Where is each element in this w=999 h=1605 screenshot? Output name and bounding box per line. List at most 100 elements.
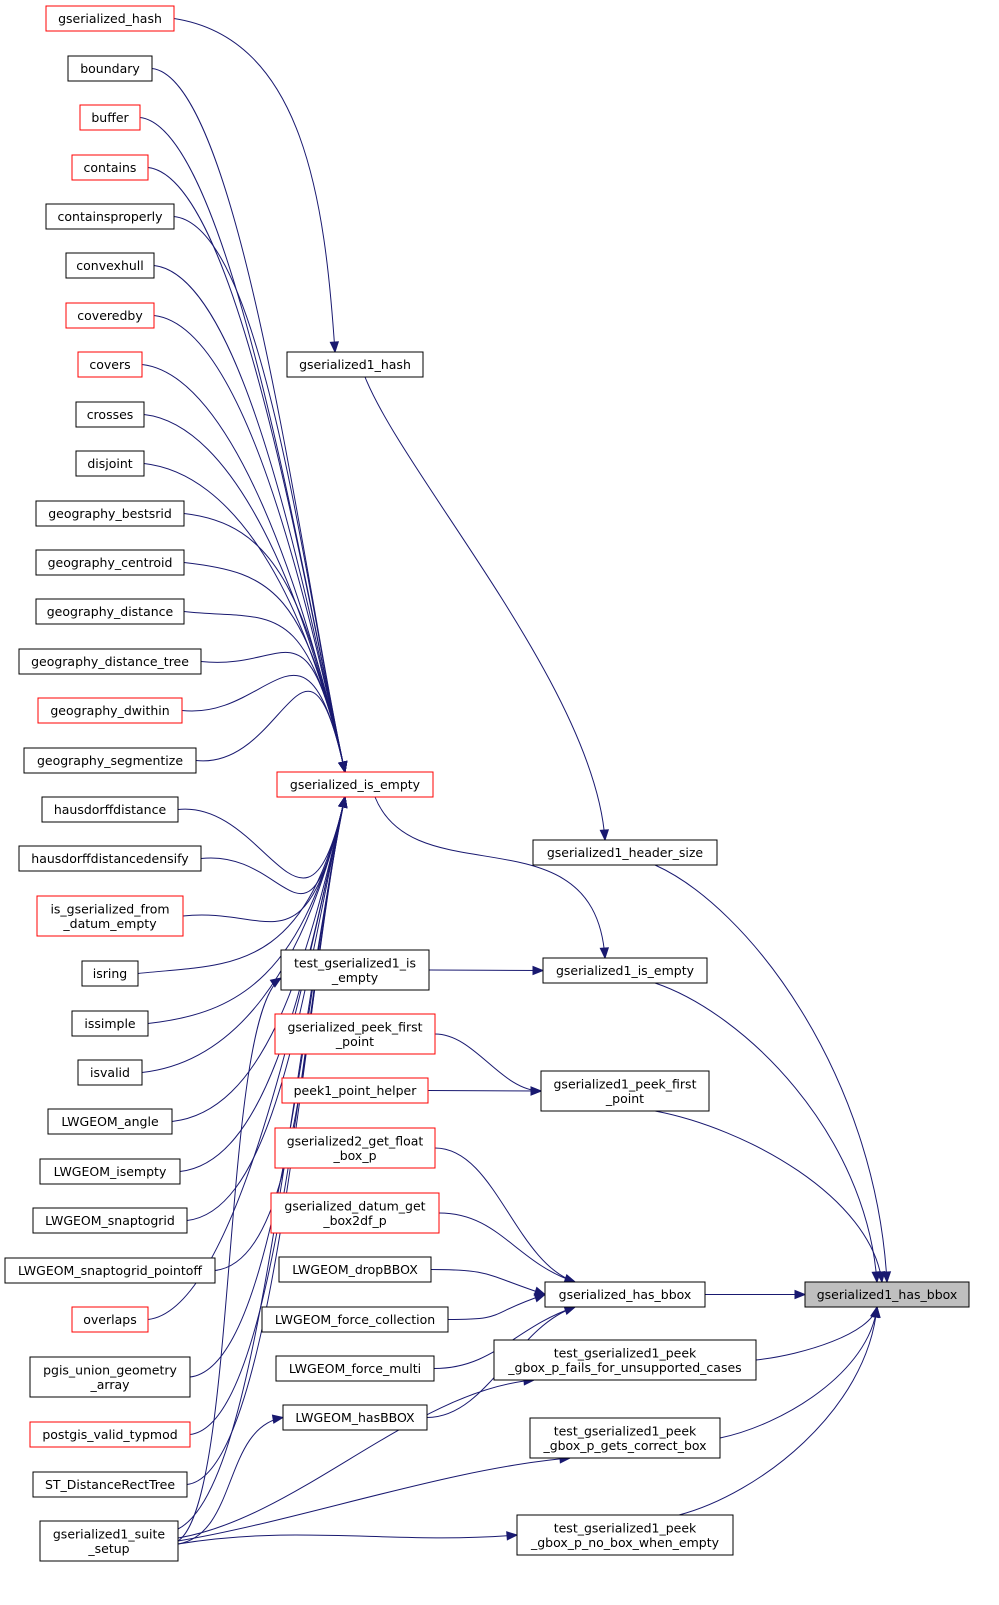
node-box xyxy=(75,401,145,428)
node-covers[interactable]: covers xyxy=(77,351,143,378)
edge-arrowhead xyxy=(794,1289,807,1300)
node-box xyxy=(77,1059,143,1086)
node-lwgeom-snaptogrid-pointoff[interactable]: LWGEOM_snaptogrid_pointoff xyxy=(4,1257,216,1284)
edge-line xyxy=(719,1306,878,1439)
node-lwgeom-angle[interactable]: LWGEOM_angle xyxy=(47,1108,173,1135)
node-gserialized2-get-float-box-p[interactable]: gserialized2_get_float_box_p xyxy=(274,1127,436,1169)
edge-isring-to-gserialized-is-empty xyxy=(137,795,348,974)
node-gserialized-datum-get-box2df-p[interactable]: gserialized_datum_get_box2df_p xyxy=(270,1192,440,1234)
node-lwgeom-force-multi[interactable]: LWGEOM_force_multi xyxy=(275,1355,435,1382)
node-label: _gbox_p_no_box_when_empty xyxy=(530,1535,720,1550)
node-label: contains xyxy=(84,160,137,175)
edge-gserialized1-suite-setup-to-test-gserialized1-peek-gbox-p-fails-for-unsupported-cases xyxy=(177,1376,536,1539)
edge-arrowhead xyxy=(532,965,545,976)
edge-line xyxy=(147,167,346,773)
edge-gserialized1-suite-setup-to-test-gserialized1-peek-gbox-p-gets-correct-box xyxy=(177,1454,572,1542)
node-label: covers xyxy=(89,357,130,372)
edge-arrowhead xyxy=(506,1531,519,1541)
node-box xyxy=(41,796,179,823)
node-gserialized-is-empty[interactable]: gserialized_is_empty xyxy=(276,771,434,798)
node-lwgeom-snaptogrid[interactable]: LWGEOM_snaptogrid xyxy=(32,1207,188,1234)
node-overlaps[interactable]: overlaps xyxy=(71,1306,149,1333)
node-hausdorffdistancedensify[interactable]: hausdorffdistancedensify xyxy=(18,845,202,872)
node-box xyxy=(804,1281,970,1308)
edge-gserialized-has-bbox-to-gserialized1-has-bbox xyxy=(704,1289,807,1300)
node-lwgeom-hasbbox[interactable]: LWGEOM_hasBBOX xyxy=(282,1404,428,1431)
node-contains[interactable]: contains xyxy=(71,154,149,181)
node-peek1-point-helper[interactable]: peek1_point_helper xyxy=(281,1077,429,1104)
node-test-gserialized1-peek-gbox-p-no-box-when-empty[interactable]: test_gserialized1_peek_gbox_p_no_box_whe… xyxy=(516,1514,734,1556)
edge-line xyxy=(430,1269,546,1295)
node-label: gserialized1_peek_first xyxy=(554,1076,697,1091)
edge-arrowhead xyxy=(271,1414,285,1424)
node-lwgeom-force-collection[interactable]: LWGEOM_force_collection xyxy=(261,1306,449,1333)
edge-test-gserialized1-is-empty-to-gserialized1-is-empty xyxy=(428,965,545,976)
node-box xyxy=(29,1356,191,1398)
node-box xyxy=(67,55,153,82)
node-label: pgis_union_geometry xyxy=(43,1362,177,1377)
node-box xyxy=(47,1108,173,1135)
node-gserialized1-suite-setup[interactable]: gserialized1_suite_setup xyxy=(39,1520,179,1562)
node-is-gserialized-from-datum-empty[interactable]: is_gserialized_from_datum_empty xyxy=(36,895,184,937)
node-geography-centroid[interactable]: geography_centroid xyxy=(35,549,185,576)
edge-is-gserialized-from-datum-empty-to-gserialized-is-empty xyxy=(182,795,348,923)
node-gserialized-hash[interactable]: gserialized_hash xyxy=(45,5,175,32)
node-isvalid[interactable]: isvalid xyxy=(77,1059,143,1086)
node-gserialized1-has-bbox[interactable]: gserialized1_has_bbox xyxy=(804,1281,970,1308)
node-buffer[interactable]: buffer xyxy=(79,104,141,131)
edge-line xyxy=(364,376,606,841)
edge-peek1-point-helper-to-gserialized1-peek-first-point xyxy=(427,1086,543,1096)
node-lwgeom-isempty[interactable]: LWGEOM_isempty xyxy=(39,1158,181,1185)
node-box xyxy=(281,1077,429,1104)
node-gserialized-has-bbox[interactable]: gserialized_has_bbox xyxy=(544,1281,706,1308)
node-convexhull[interactable]: convexhull xyxy=(65,252,155,279)
node-label: _gbox_p_fails_for_unsupported_cases xyxy=(507,1360,741,1375)
node-label: overlaps xyxy=(83,1312,136,1327)
node-test-gserialized1-is-empty[interactable]: test_gserialized1_is_empty xyxy=(280,949,430,991)
node-disjoint[interactable]: disjoint xyxy=(75,450,145,477)
node-pgis-union-geometry-array[interactable]: pgis_union_geometry_array xyxy=(29,1356,191,1398)
node-geography-segmentize[interactable]: geography_segmentize xyxy=(23,747,197,774)
node-geography-dwithin[interactable]: geography_dwithin xyxy=(37,697,183,724)
node-isring[interactable]: isring xyxy=(81,960,139,987)
node-label: _array xyxy=(89,1377,130,1392)
graph-edges xyxy=(137,18,892,1545)
edge-line xyxy=(173,216,346,773)
node-label: _point xyxy=(335,1034,374,1049)
node-test-gserialized1-peek-gbox-p-fails-for-unsupported-cases[interactable]: test_gserialized1_peek_gbox_p_fails_for_… xyxy=(493,1339,757,1381)
edge-line xyxy=(141,796,346,1073)
edge-gserialized-is-empty-to-gserialized1-is-empty xyxy=(374,796,610,960)
node-gserialized1-header-size[interactable]: gserialized1_header_size xyxy=(532,839,718,866)
node-box xyxy=(275,1355,435,1382)
node-geography-distance[interactable]: geography_distance xyxy=(35,598,185,625)
edge-line xyxy=(177,1379,535,1539)
node-geography-distance-tree[interactable]: geography_distance_tree xyxy=(18,648,202,675)
node-test-gserialized1-peek-gbox-p-gets-correct-box[interactable]: test_gserialized1_peek_gbox_p_gets_corre… xyxy=(529,1417,721,1459)
edge-line xyxy=(200,796,346,895)
node-st-distancerecttree[interactable]: ST_DistanceRectTree xyxy=(32,1471,188,1498)
edge-overlaps-to-gserialized-is-empty xyxy=(147,795,348,1320)
node-label: gserialized_datum_get xyxy=(284,1198,425,1213)
node-hausdorffdistance[interactable]: hausdorffdistance xyxy=(41,796,179,823)
node-gserialized1-peek-first-point[interactable]: gserialized1_peek_first_point xyxy=(540,1070,710,1112)
node-lwgeom-dropbbox[interactable]: LWGEOM_dropBBOX xyxy=(278,1256,432,1283)
edge-arrowhead xyxy=(599,829,610,842)
node-label: gserialized1_is_empty xyxy=(556,963,695,978)
edge-arrowhead xyxy=(338,760,348,774)
node-gserialized1-is-empty[interactable]: gserialized1_is_empty xyxy=(542,957,708,984)
node-crosses[interactable]: crosses xyxy=(75,401,145,428)
node-boundary[interactable]: boundary xyxy=(67,55,153,82)
node-coveredby[interactable]: coveredby xyxy=(65,302,155,329)
node-gserialized-peek-first-point[interactable]: gserialized_peek_first_point xyxy=(274,1013,436,1055)
node-geography-bestsrid[interactable]: geography_bestsrid xyxy=(35,500,185,527)
node-issimple[interactable]: issimple xyxy=(71,1010,149,1037)
node-containsproperly[interactable]: containsproperly xyxy=(45,203,175,230)
node-box xyxy=(79,104,141,131)
node-gserialized1-hash[interactable]: gserialized1_hash xyxy=(286,351,424,378)
edge-arrowhead xyxy=(563,1274,577,1284)
node-label: _box_p xyxy=(332,1148,376,1163)
node-postgis-valid-typmod[interactable]: postgis_valid_typmod xyxy=(29,1421,191,1448)
node-label: _point xyxy=(605,1091,644,1106)
node-box xyxy=(45,203,175,230)
node-box xyxy=(270,1192,440,1234)
